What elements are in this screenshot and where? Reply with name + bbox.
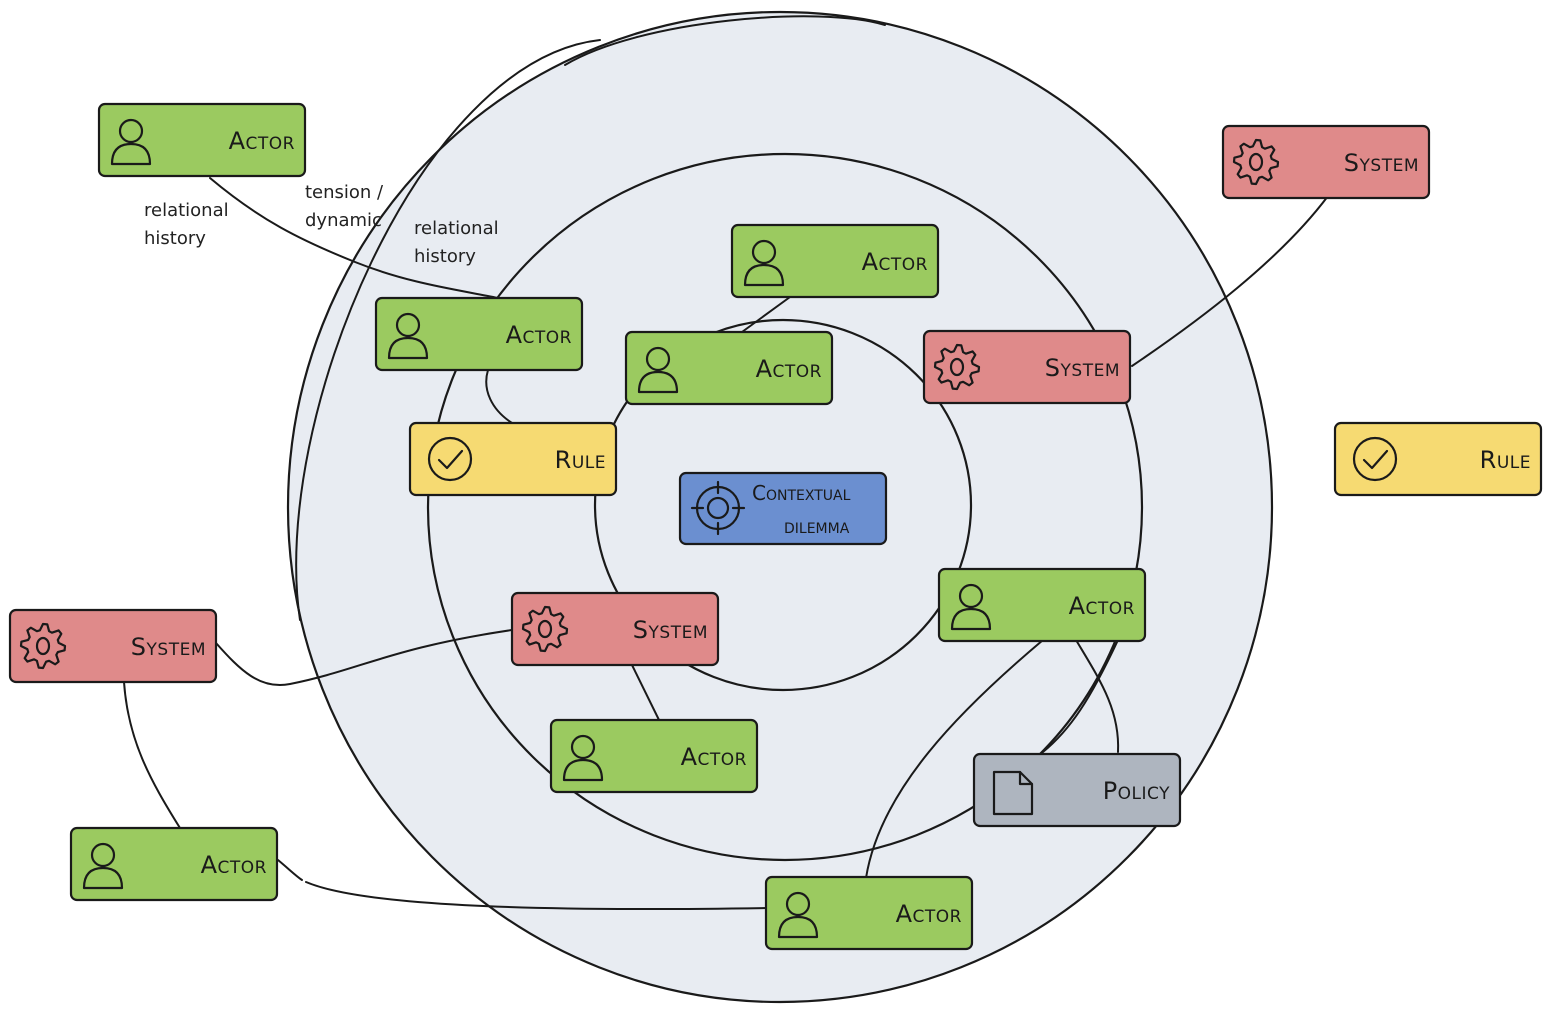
dilemma-label-line1: Contextual (752, 481, 851, 505)
actor-node[interactable]: Actor (730, 223, 940, 299)
system-card (8, 608, 218, 684)
link-inner-right-actor-to-policy-b (1042, 639, 1119, 753)
nodes-layer: Actor System Actor Actor Actor System Ru… (8, 102, 1543, 951)
link-top-system-to-inner-system (1131, 195, 1329, 367)
person-icon (562, 734, 604, 782)
crosshair-icon (690, 480, 746, 536)
dilemma-label-line2: dilemma (784, 514, 850, 538)
rule-label: Rule (1480, 446, 1531, 474)
actor-node[interactable]: Actor (374, 296, 584, 372)
system-node[interactable]: System (922, 329, 1132, 405)
outer-ring-sketch (295, 15, 886, 621)
actor-label: Actor (1069, 592, 1135, 620)
person-icon (110, 118, 152, 166)
system-label: System (131, 633, 206, 661)
person-icon (82, 842, 124, 890)
actor-node[interactable]: Actor (764, 875, 974, 951)
link-inner-actor-to-rule (485, 369, 513, 424)
link-far-left-system-to-bottom-actor (123, 681, 181, 829)
person-icon (743, 239, 785, 287)
actor-label: Actor (896, 900, 962, 928)
annotation-relational-history-1: relational history (144, 200, 229, 249)
gear-icon (933, 343, 981, 391)
system-node[interactable]: System (510, 591, 720, 667)
actor-label: Actor (201, 851, 267, 879)
connections (123, 177, 1329, 911)
actor-node[interactable]: Actor (549, 718, 759, 794)
annotation-line: dynamic (305, 210, 382, 231)
actor-label: Actor (862, 248, 928, 276)
document-icon (992, 770, 1034, 816)
link-inner-system-to-lower-actor (631, 664, 661, 723)
system-node[interactable]: System (8, 608, 218, 684)
check-icon (427, 436, 473, 482)
annotation-relational-history-2: relational history (414, 218, 499, 267)
policy-label: Policy (1103, 777, 1170, 805)
link-bottom-actors (277, 859, 769, 911)
actor-label: Actor (229, 127, 295, 155)
gear-icon (19, 622, 67, 670)
actor-label: Actor (756, 355, 822, 383)
policy-node[interactable]: Policy (972, 752, 1182, 828)
rule-node[interactable]: Rule (408, 421, 618, 497)
person-icon (777, 891, 819, 939)
annotation-line: history (414, 246, 476, 267)
system-label: System (1045, 354, 1120, 382)
link-inner-right-actor-to-bottom-actor (865, 639, 1044, 879)
annotation-line: history (144, 228, 206, 249)
actor-node[interactable]: Actor (69, 826, 279, 902)
person-icon (637, 346, 679, 394)
person-icon (950, 583, 992, 631)
rule-label: Rule (555, 446, 606, 474)
link-inner-right-actor-to-policy-a (1075, 639, 1120, 753)
actor-label: Actor (681, 743, 747, 771)
link-upper-actors (741, 296, 791, 333)
actor-node[interactable]: Actor (937, 567, 1147, 643)
annotation-line: relational (144, 200, 229, 221)
annotation-line: relational (414, 218, 499, 239)
actor-node[interactable]: Actor (97, 102, 307, 178)
check-icon (1352, 436, 1398, 482)
gear-icon (521, 605, 569, 653)
system-card (1221, 124, 1431, 200)
actor-label: Actor (506, 321, 572, 349)
link-topleft-actor-to-inner-actor (209, 177, 499, 299)
gear-icon (1232, 138, 1280, 186)
system-card (922, 329, 1132, 405)
system-label: System (1344, 149, 1419, 177)
link-far-left-system-to-inner-system (215, 629, 513, 687)
actor-node[interactable]: Actor (624, 330, 834, 406)
policy-card (972, 752, 1182, 828)
system-card (510, 591, 720, 667)
rule-node[interactable]: Rule (1333, 421, 1543, 497)
system-label: System (633, 616, 708, 644)
annotation-line: tension / (305, 182, 384, 203)
person-icon (387, 312, 429, 360)
contextual-dilemma-node[interactable]: Contextual dilemma (678, 471, 888, 546)
system-node[interactable]: System (1221, 124, 1431, 200)
annotation-tension-dynamic: tension / dynamic (305, 182, 384, 231)
